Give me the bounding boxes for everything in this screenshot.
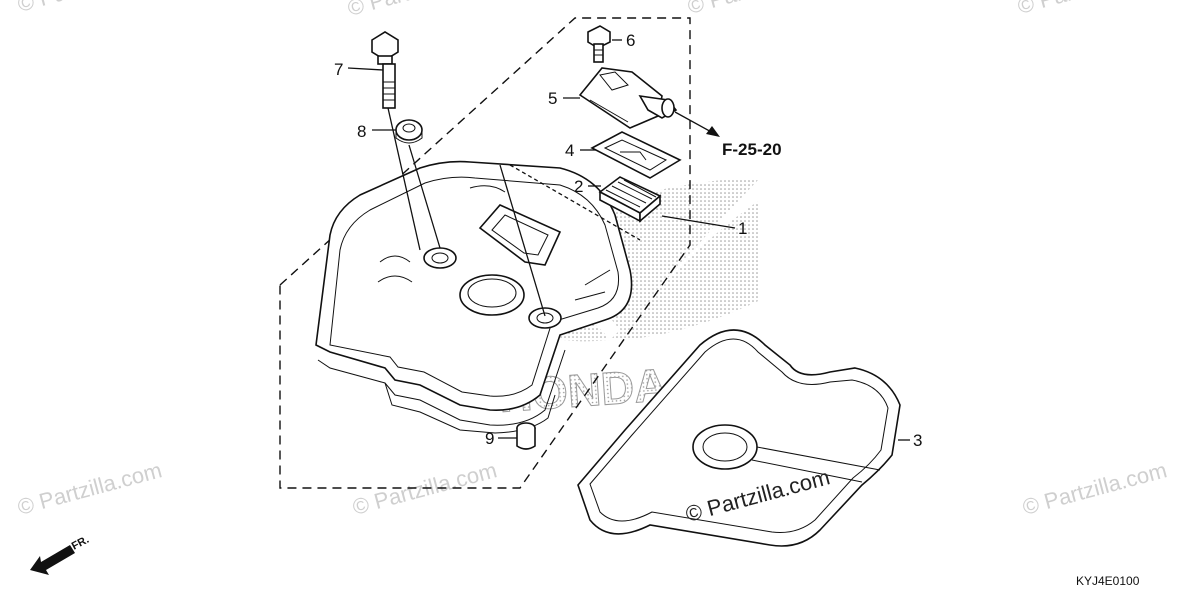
callout-number-3: 3 bbox=[913, 431, 922, 450]
breather-cover-gasket bbox=[590, 131, 682, 179]
callout-number-5: 5 bbox=[548, 89, 557, 108]
assembly-boundary bbox=[279, 17, 691, 489]
watermark-text: © Partzilla.com bbox=[15, 457, 165, 520]
watermark-text: © Partzilla.com bbox=[685, 0, 835, 19]
front-label: FR. bbox=[70, 534, 91, 553]
breather-cover bbox=[578, 67, 678, 129]
head-cover-bolt bbox=[371, 31, 399, 109]
head-cover-gasket bbox=[577, 329, 901, 547]
diagram-code: KYJ4E0100 bbox=[1076, 574, 1140, 588]
reference-arrow bbox=[674, 111, 720, 137]
dowel-pin bbox=[516, 422, 536, 450]
front-direction-indicator: FR. bbox=[30, 534, 91, 575]
watermark-text: © Partzilla.com bbox=[15, 0, 165, 17]
cylinder-head-cover bbox=[315, 160, 633, 434]
callout-number-1: 1 bbox=[738, 219, 747, 238]
breather-cover-bolt bbox=[587, 25, 611, 63]
rubber-washer bbox=[395, 119, 423, 144]
callout-number-8: 8 bbox=[357, 122, 366, 141]
watermark-text: © Partzilla.com bbox=[1020, 457, 1170, 520]
front-arrow-icon bbox=[30, 545, 75, 575]
callout-number-6: 6 bbox=[626, 31, 635, 50]
leader-lines bbox=[347, 39, 910, 441]
reference-label: F-25-20 bbox=[722, 140, 782, 159]
callout-number-4: 4 bbox=[565, 141, 574, 160]
callout-number-9: 9 bbox=[485, 429, 494, 448]
watermark-text: © Partzilla.com bbox=[1015, 0, 1165, 19]
callout-number-7: 7 bbox=[334, 60, 343, 79]
callout-number-2: 2 bbox=[574, 177, 583, 196]
breather-separator bbox=[598, 176, 662, 223]
watermark-text: © Partzilla.com bbox=[345, 0, 495, 21]
